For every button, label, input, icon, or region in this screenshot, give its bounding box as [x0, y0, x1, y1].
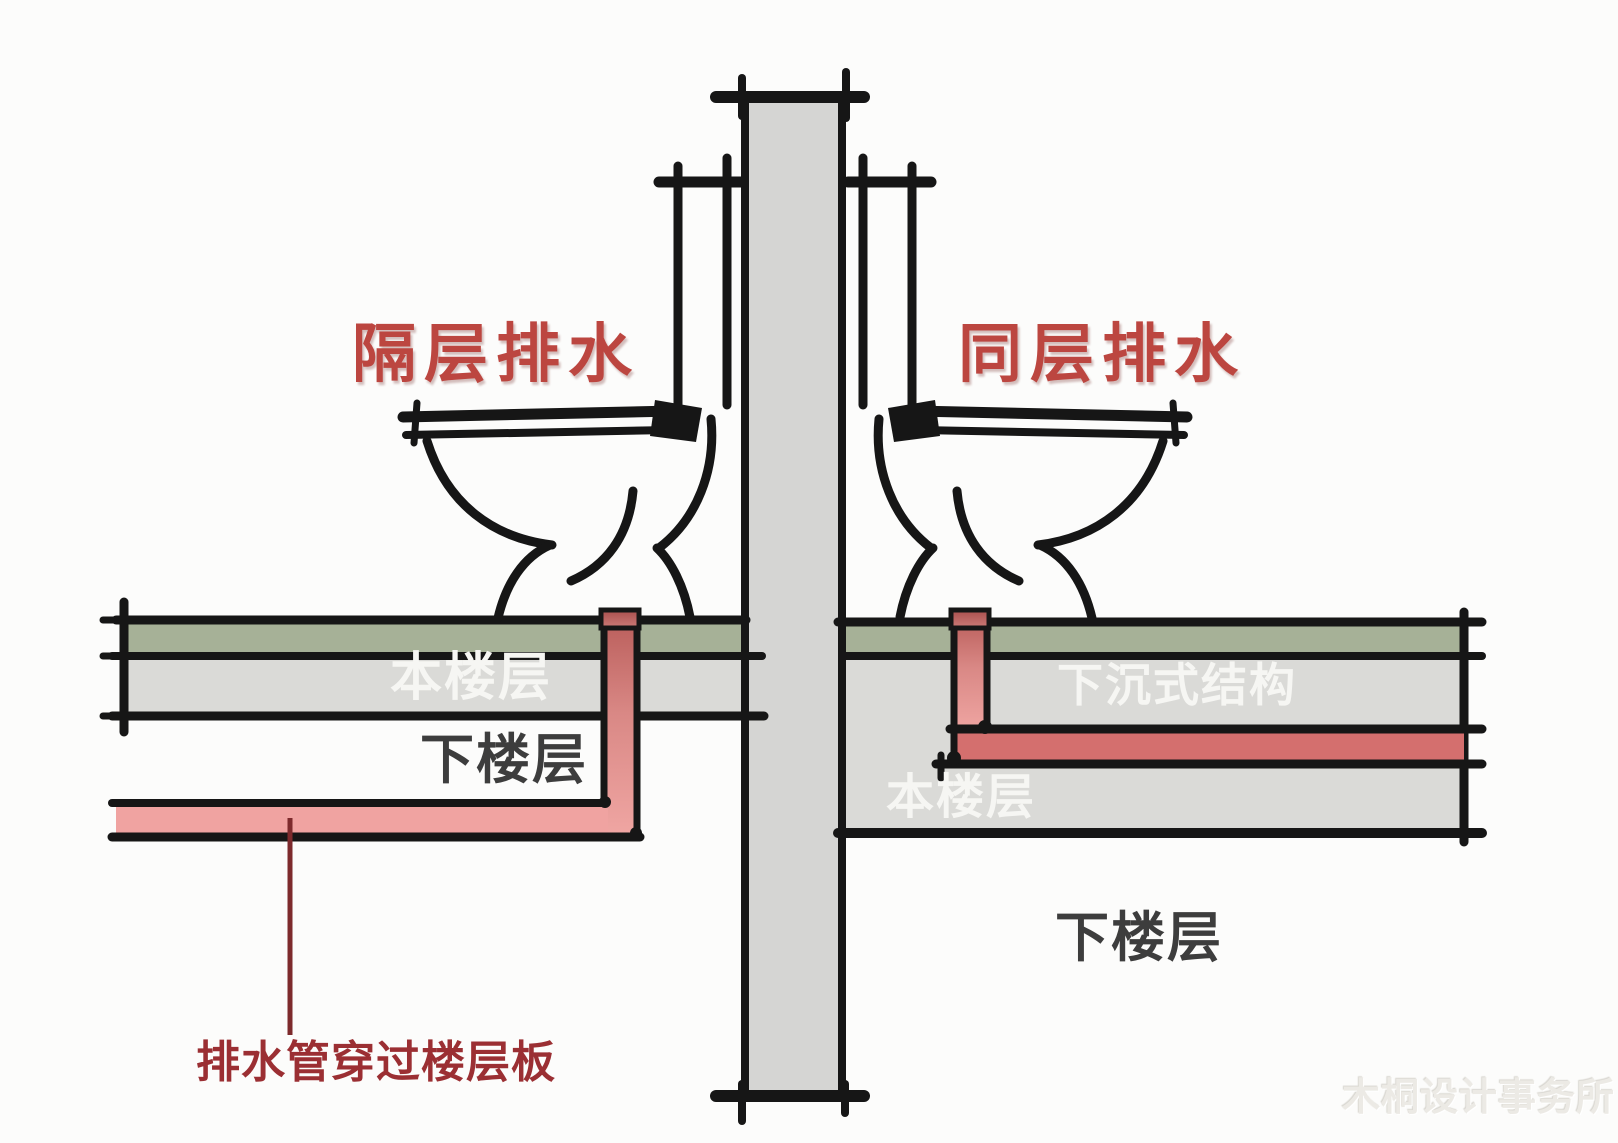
right-drain-vertical-run	[956, 614, 985, 733]
toilet-seat-top	[397, 405, 681, 423]
right-sunken-structure-label: 下沉式结构	[1057, 659, 1297, 711]
left-current-floor-label: 本楼层	[390, 649, 553, 707]
central-stack-pipe-outline	[710, 68, 870, 1125]
right-lower-floor-label: 下楼层	[1055, 908, 1223, 968]
annotation-text: 排水管穿过楼层板	[196, 1038, 556, 1087]
left-lower-floor-label: 下楼层	[420, 730, 588, 790]
right-slab-screed-layer	[845, 626, 1464, 654]
watermark-text: 木桐设计事务所	[1342, 1077, 1616, 1119]
right-method-title: 同层排水	[958, 318, 1246, 390]
central-stack-pipe-body	[742, 97, 843, 1096]
left-toilet-drawing	[397, 153, 748, 631]
left-method-title: 隔层排水	[352, 318, 640, 390]
left-drain-pipe	[107, 612, 645, 842]
right-toilet-drawing	[848, 158, 1187, 628]
left-drain-vertical-run	[607, 612, 634, 837]
right-current-floor-label: 本楼层	[886, 771, 1037, 824]
toilet-bowl-outline	[422, 436, 557, 550]
left-drain-horizontal-run	[116, 806, 608, 834]
toilet-tank-joint	[650, 400, 702, 442]
right-drain-pipe	[931, 614, 1487, 782]
toilet-drain-outlet	[598, 607, 642, 631]
right-drain-horizontal-run	[953, 733, 1464, 761]
